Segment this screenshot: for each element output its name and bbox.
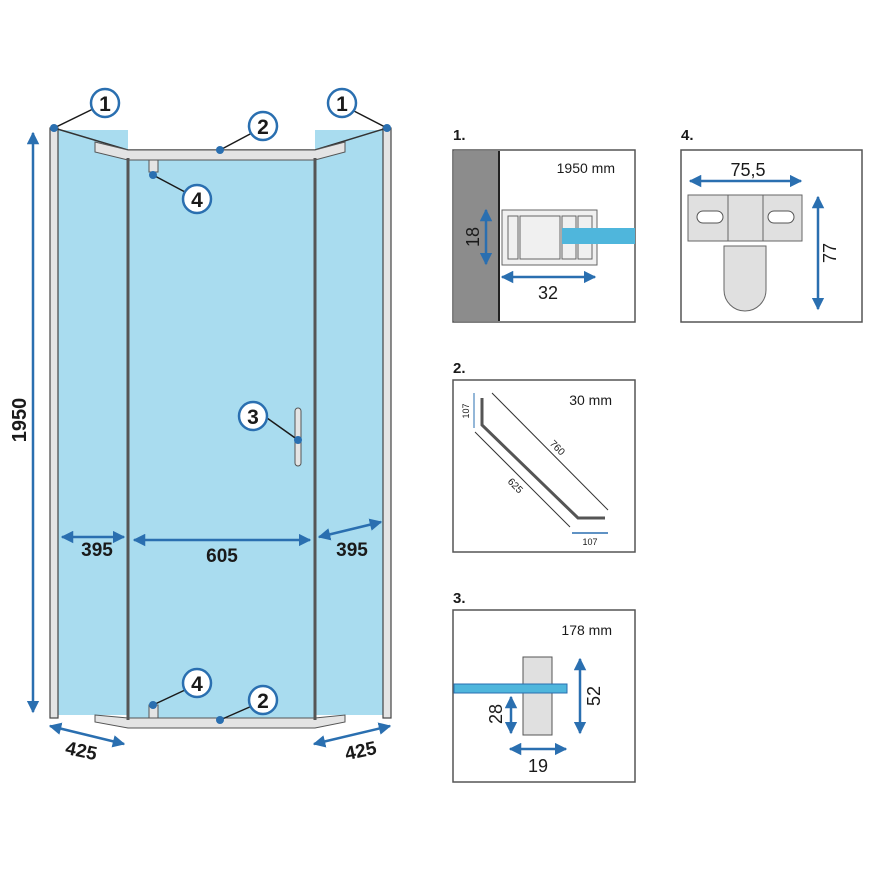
detail-3-handle: 3. 178 mm 52 28 19 [452, 590, 636, 783]
detail-4-hinge: 4. 75,5 77 [680, 127, 863, 323]
svg-text:4: 4 [191, 673, 203, 696]
callout-2-top: 2 [216, 110, 279, 154]
right-wall-profile [382, 127, 392, 719]
callout-1-left: 1 [50, 87, 121, 132]
svg-text:1: 1 [336, 93, 348, 116]
svg-text:1: 1 [99, 93, 111, 116]
right-panel-arrow [317, 518, 383, 541]
top-hinge [148, 159, 159, 173]
svg-text:4: 4 [191, 189, 203, 212]
detail-1-wall-profile: 1. 1950 mm 18 32 [452, 127, 636, 323]
base-right-arrow [312, 722, 392, 748]
right-panel-width: 395 [336, 540, 368, 561]
svg-text:178 mm: 178 mm [561, 622, 612, 638]
callout-4-bottom: 4 [149, 667, 213, 709]
svg-text:77: 77 [820, 243, 840, 263]
svg-text:75,5: 75,5 [730, 160, 765, 180]
callout-2-bottom: 2 [216, 684, 279, 724]
base-right-width: 425 [343, 738, 379, 765]
left-panel-width: 395 [81, 540, 113, 561]
base-left-arrow [48, 722, 126, 748]
svg-text:3.: 3. [453, 590, 466, 607]
svg-text:52: 52 [584, 686, 604, 706]
left-glass-panel [58, 130, 128, 715]
svg-text:4.: 4. [681, 127, 694, 144]
detail-2-rail: 2. 30 mm 107 760 625 107 [452, 360, 636, 553]
callout-1-right: 1 [326, 87, 391, 132]
right-glass-panel [315, 130, 383, 715]
svg-text:18: 18 [463, 227, 483, 247]
left-wall-profile [49, 127, 59, 719]
glass-section [562, 228, 635, 244]
callout-4-top: 4 [149, 171, 213, 215]
door-glass-panel [128, 155, 315, 720]
svg-text:2: 2 [257, 116, 269, 139]
shower-front-view: 1 1 2 4 3 4 [9, 87, 392, 765]
svg-text:32: 32 [538, 283, 558, 303]
svg-text:28: 28 [486, 704, 506, 724]
svg-text:1.: 1. [453, 127, 466, 144]
base-left-width: 425 [63, 738, 99, 765]
svg-text:2: 2 [257, 690, 269, 713]
svg-text:3: 3 [247, 406, 259, 429]
svg-text:107: 107 [461, 403, 471, 418]
svg-text:30 mm: 30 mm [569, 392, 612, 408]
height-label: 1950 [9, 398, 31, 443]
svg-text:1950 mm: 1950 mm [557, 160, 615, 176]
callout-3-handle: 3 [237, 400, 302, 444]
svg-text:107: 107 [582, 537, 597, 547]
svg-text:2.: 2. [453, 360, 466, 377]
door-width: 605 [206, 546, 238, 567]
svg-text:19: 19 [528, 756, 548, 776]
